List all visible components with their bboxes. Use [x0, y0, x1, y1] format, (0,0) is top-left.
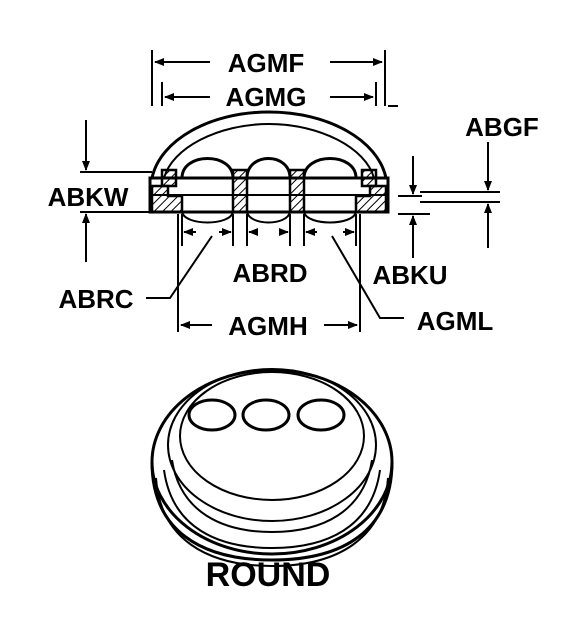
agmh-label: AGMH — [228, 311, 307, 341]
abrd-label: ABRD — [232, 258, 307, 288]
abku-dimension — [398, 156, 430, 258]
agmf-label: AGMF — [228, 48, 305, 78]
abgf-dimension — [420, 142, 500, 248]
abrc-leader — [146, 235, 213, 299]
hole-right — [296, 398, 346, 432]
abkw-label: ABKW — [48, 182, 129, 212]
grommet-perspective-view — [150, 368, 394, 568]
agmg-label: AGMG — [226, 82, 307, 112]
abgf-label: ABGF — [465, 112, 539, 142]
agmh-dimension — [177, 214, 361, 332]
agml-leader — [331, 235, 404, 319]
caption-round: ROUND — [206, 556, 331, 594]
grommet-cross-section — [148, 110, 390, 224]
hole-gap-dimensions — [181, 214, 357, 246]
agmg-dimension — [161, 82, 398, 107]
hole-left — [187, 398, 237, 432]
hole-middle — [241, 398, 291, 432]
agmf-dimension — [151, 50, 386, 106]
abrc-label: ABRC — [58, 284, 133, 314]
agml-label: AGML — [417, 306, 494, 336]
abkw-dimension — [80, 120, 152, 262]
abku-label: ABKU — [372, 260, 447, 290]
